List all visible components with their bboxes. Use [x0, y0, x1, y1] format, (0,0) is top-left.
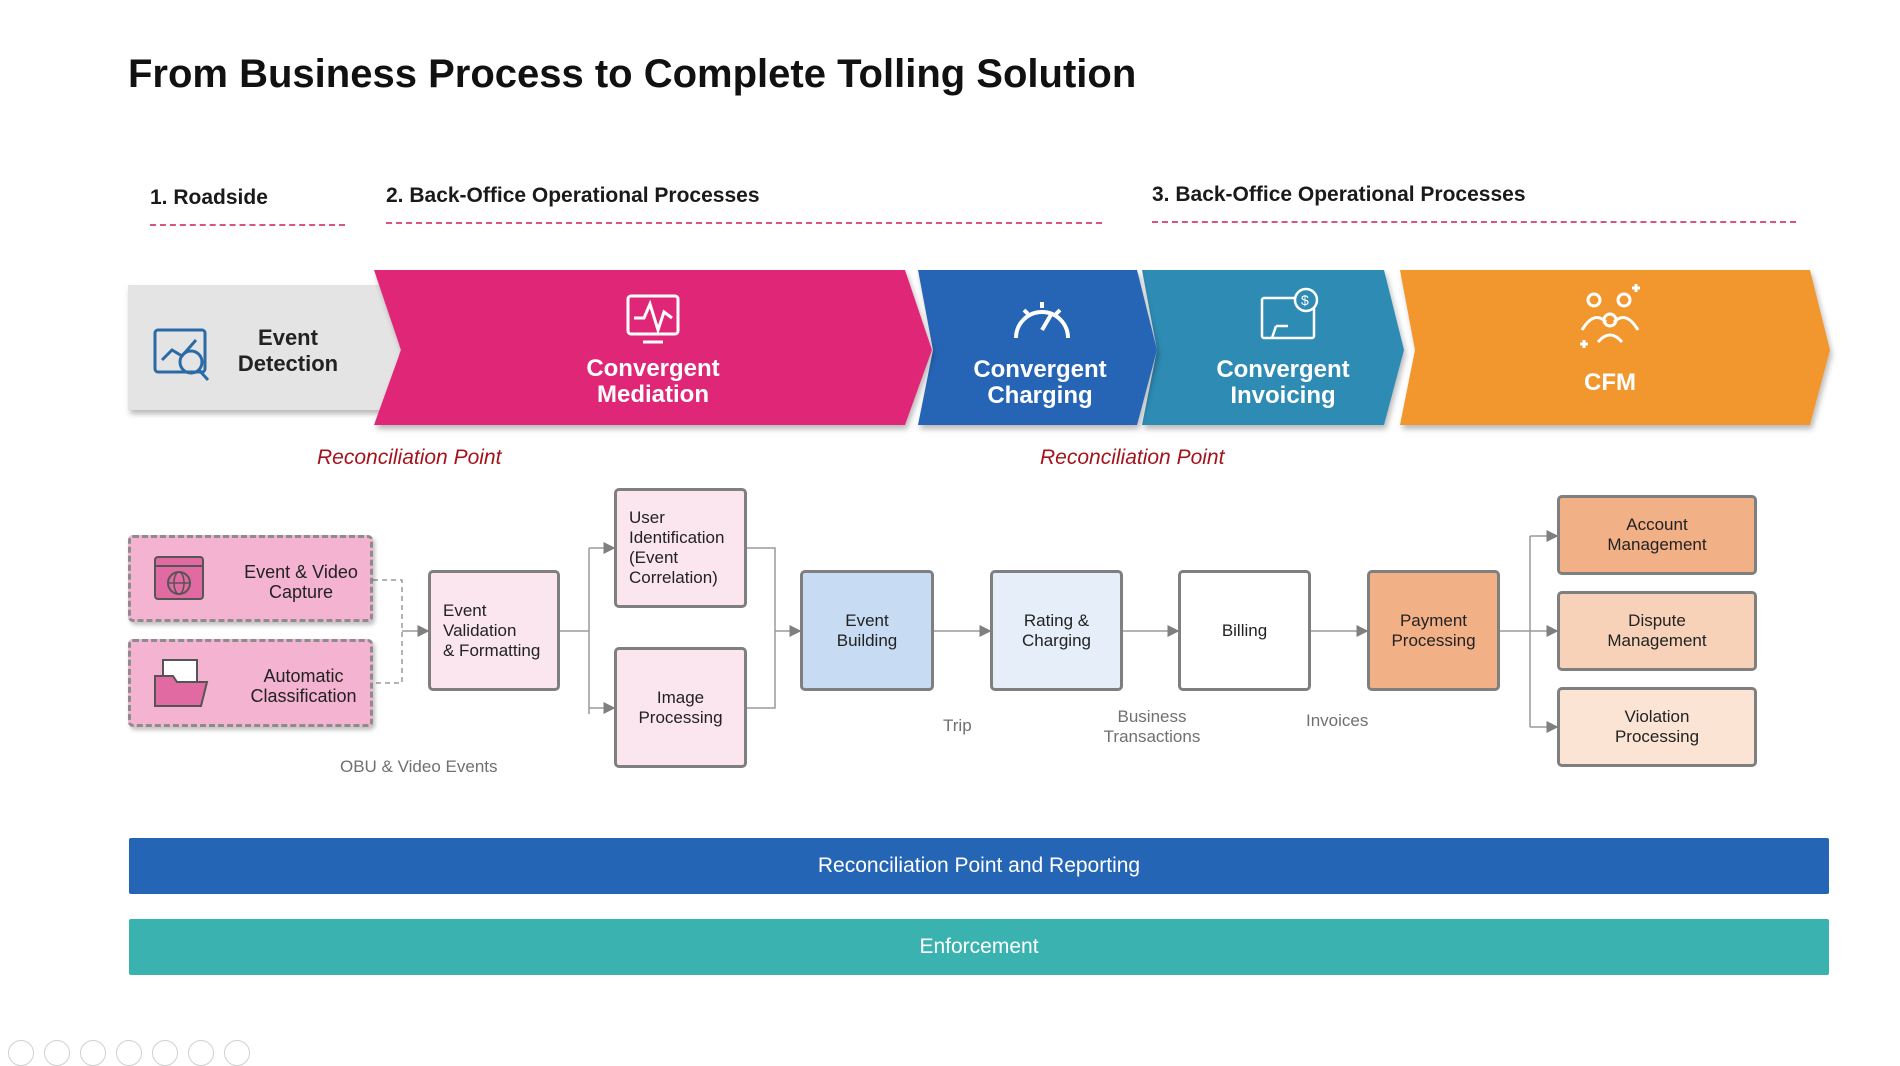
node-rating-charging: Rating & Charging: [990, 570, 1123, 691]
dispute-management-line2: Management: [1607, 631, 1707, 650]
folder-documents-icon: [154, 659, 209, 707]
event-video-capture-line1: Event & Video: [244, 562, 358, 582]
cfm-label: CFM: [1584, 369, 1636, 396]
page-title: From Business Process to Complete Tollin…: [128, 52, 1137, 96]
node-dispute-management: Dispute Management: [1557, 591, 1757, 671]
image-processing-line2: Processing: [638, 707, 723, 727]
slide-control-screen[interactable]: [188, 1040, 214, 1066]
node-automatic-classification: Automatic Classification: [128, 639, 373, 727]
node-violation-processing: Violation Processing: [1557, 687, 1757, 767]
user-identification-line1: User: [629, 508, 665, 527]
bar-enforcement: Enforcement: [129, 919, 1829, 975]
phase-back-office-1: 2. Back-Office Operational Processes: [386, 184, 1102, 224]
violation-processing-line1: Violation: [1624, 707, 1690, 726]
payment-processing-line2: Processing: [1391, 630, 1476, 650]
user-identification-line2: Identification: [629, 528, 725, 547]
slide-control-zoom[interactable]: [152, 1040, 178, 1066]
slide-control-prev[interactable]: [8, 1040, 34, 1066]
reconciliation-point-1: Reconciliation Point: [317, 446, 502, 469]
node-event-validation: Event Validation & Formatting: [428, 570, 560, 691]
event-building-line2: Building: [836, 630, 898, 650]
account-management-line1: Account: [1626, 515, 1688, 534]
image-processing-line1: Image: [656, 687, 705, 707]
label-trip: Trip: [943, 716, 972, 735]
node-payment-processing: Payment Processing: [1367, 570, 1500, 691]
node-image-processing: Image Processing: [614, 647, 747, 768]
event-video-capture-line2: Capture: [268, 582, 334, 602]
phase-roadside: 1. Roadside: [150, 186, 345, 226]
node-event-building: Event Building: [800, 570, 934, 691]
bar-reconciliation-reporting: Reconciliation Point and Reporting: [129, 838, 1829, 894]
event-validation-line3: & Formatting: [443, 640, 541, 660]
billing-label: Billing: [1221, 620, 1268, 640]
user-identification-line3: (Event: [629, 548, 679, 567]
slide-control-pen[interactable]: [80, 1040, 106, 1066]
payment-processing-line1: Payment: [1399, 610, 1468, 630]
automatic-classification-line2: Classification: [250, 686, 357, 706]
slide-control-next[interactable]: [44, 1040, 70, 1066]
node-billing: Billing: [1178, 570, 1311, 691]
label-invoices: Invoices: [1306, 711, 1369, 730]
node-user-identification: User Identification (Event Correlation): [614, 488, 747, 608]
rating-charging-line2: Charging: [1022, 630, 1091, 650]
phase-back-office-2: 3. Back-Office Operational Processes: [1152, 183, 1796, 223]
label-obu-video-events: OBU & Video Events: [340, 757, 498, 776]
user-identification-line4: Correlation): [629, 568, 718, 587]
slide-control-grid[interactable]: [116, 1040, 142, 1066]
event-validation-line1: Event: [443, 600, 487, 620]
dispute-management-line1: Dispute: [1628, 611, 1686, 630]
node-account-management: Account Management: [1557, 495, 1757, 575]
account-management-line2: Management: [1607, 535, 1707, 554]
automatic-classification-line1: Automatic: [263, 666, 344, 686]
violation-processing-line2: Processing: [1614, 727, 1700, 746]
event-validation-line2: Validation: [443, 620, 517, 640]
node-event-video-capture: Event & Video Capture: [128, 535, 373, 622]
rating-charging-line1: Rating &: [1023, 610, 1090, 630]
reconciliation-point-2: Reconciliation Point: [1040, 446, 1225, 469]
slide-control-more[interactable]: [224, 1040, 250, 1066]
event-building-line1: Event: [845, 610, 889, 630]
globe-window-icon: [154, 556, 204, 600]
